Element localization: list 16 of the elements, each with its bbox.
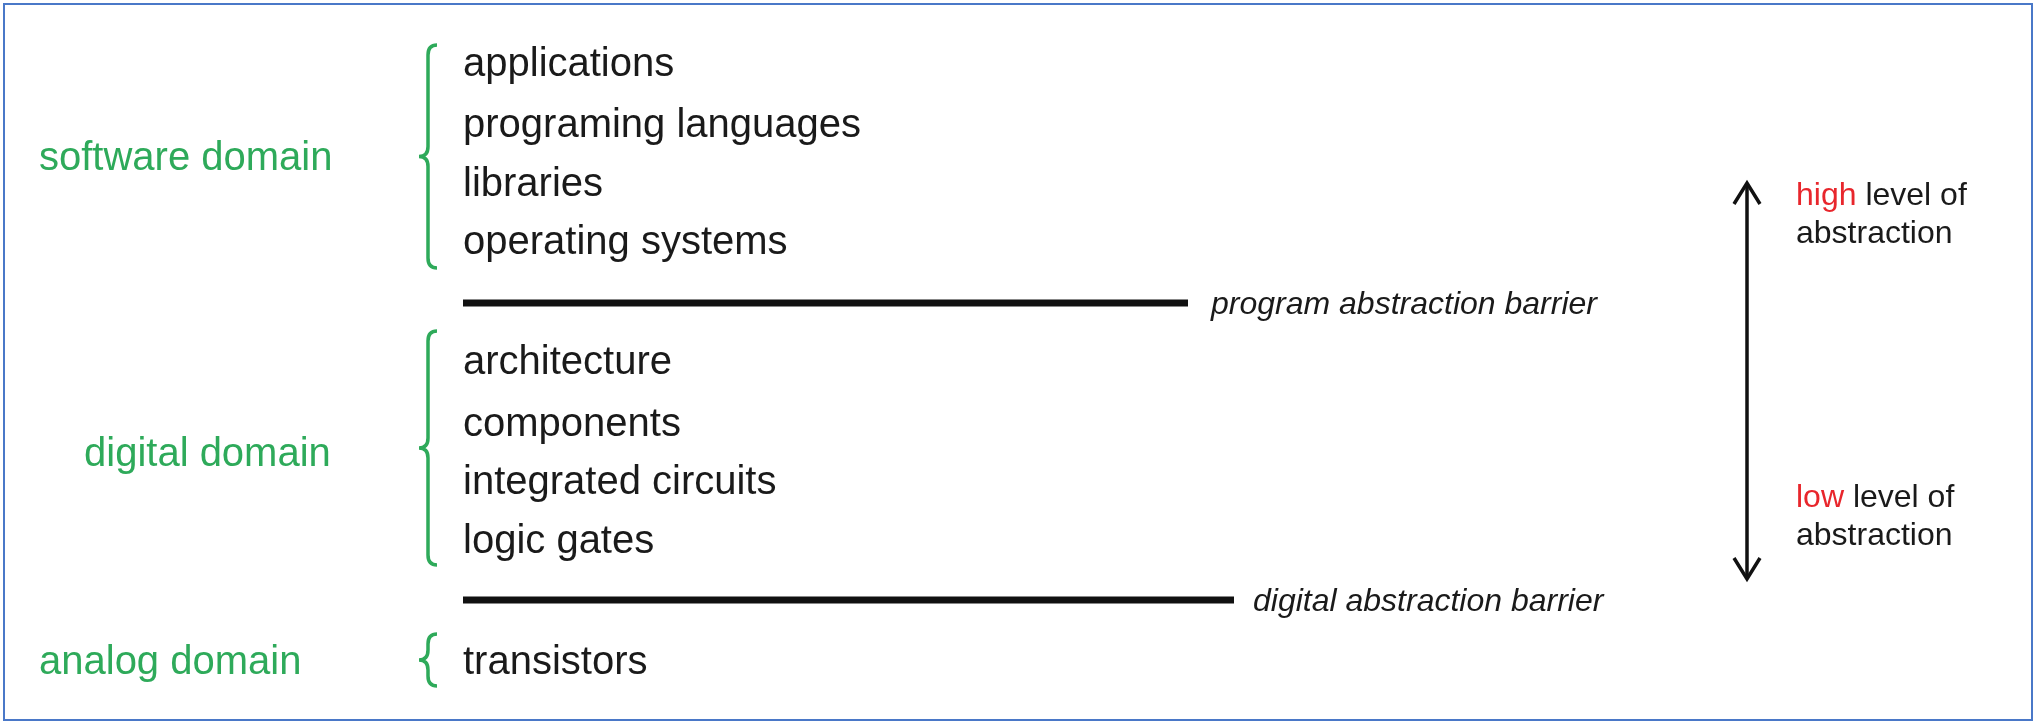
domain-label: digital domain [84, 429, 331, 476]
barrier-label: program abstraction barrier [1211, 283, 1597, 323]
layer-label: logic gates [463, 516, 655, 563]
abstraction-level-label: low level of abstraction [1796, 476, 1956, 554]
domain-label: analog domain [39, 637, 302, 684]
layer-label: libraries [463, 159, 604, 206]
layer-label: components [463, 399, 681, 446]
layer-label: programing languages [463, 100, 862, 147]
layer-label: architecture [463, 337, 672, 384]
layer-label: integrated circuits [463, 457, 777, 504]
barrier-label: digital abstraction barrier [1253, 580, 1604, 620]
domain-label: software domain [39, 133, 333, 180]
abstraction-level-label: high level of abstraction [1796, 174, 1968, 252]
layer-label: operating systems [463, 217, 788, 264]
layer-label: applications [463, 39, 675, 86]
layer-label: transistors [463, 637, 648, 684]
